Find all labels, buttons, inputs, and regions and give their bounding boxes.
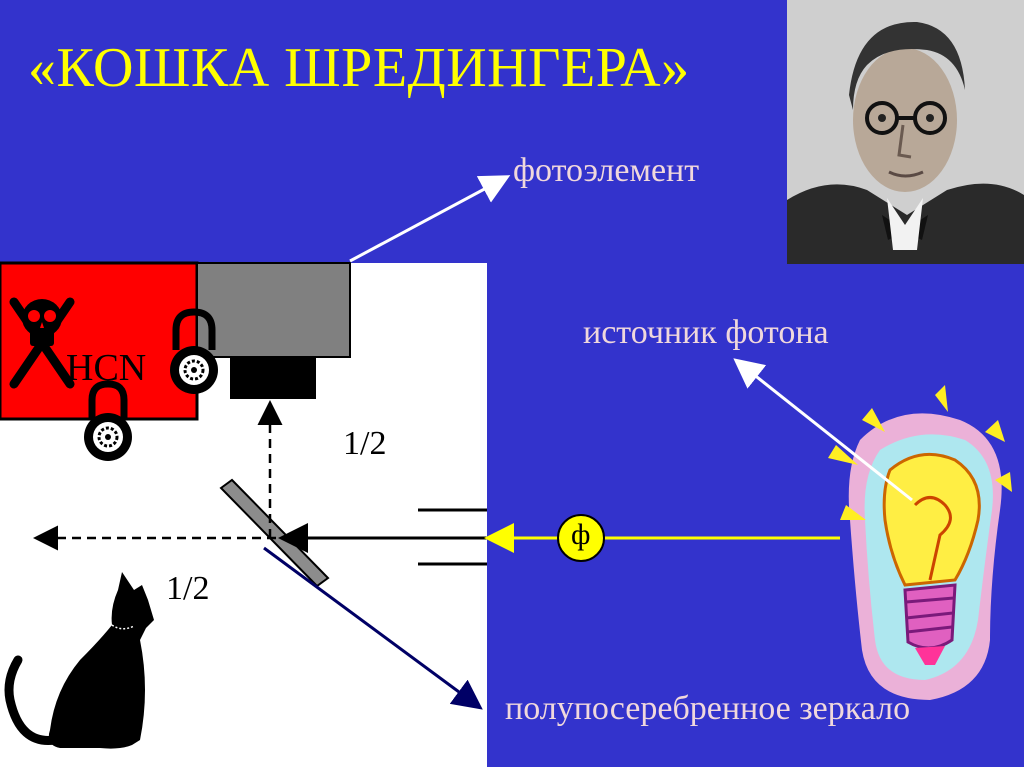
padlock-icon (84, 380, 132, 461)
skull-crossbones-icon (9, 297, 75, 389)
probability-label-bottom: 1/2 (166, 570, 210, 607)
cat-silhouette (4, 572, 154, 749)
schrodinger-portrait (787, 0, 1024, 264)
photon-source-label: источник фотона (583, 314, 829, 351)
poison-box (0, 261, 199, 421)
half-silvered-mirror (219, 478, 330, 588)
photon-symbol: ф (571, 518, 591, 551)
photoelement-sensor (230, 357, 316, 399)
slide-title: «КОШКА ШРЕДИНГЕРА» (28, 37, 690, 99)
padlock-icon (170, 308, 218, 394)
photoelement-label: фотоэлемент (513, 152, 700, 189)
photoelement (196, 262, 351, 358)
mirror-label: полупосеребренное зеркало (505, 690, 911, 727)
light-bulb-icon (828, 385, 1012, 700)
poison-label: HCN (66, 347, 147, 389)
probability-label-top: 1/2 (343, 425, 387, 462)
photon-marker (557, 514, 605, 562)
